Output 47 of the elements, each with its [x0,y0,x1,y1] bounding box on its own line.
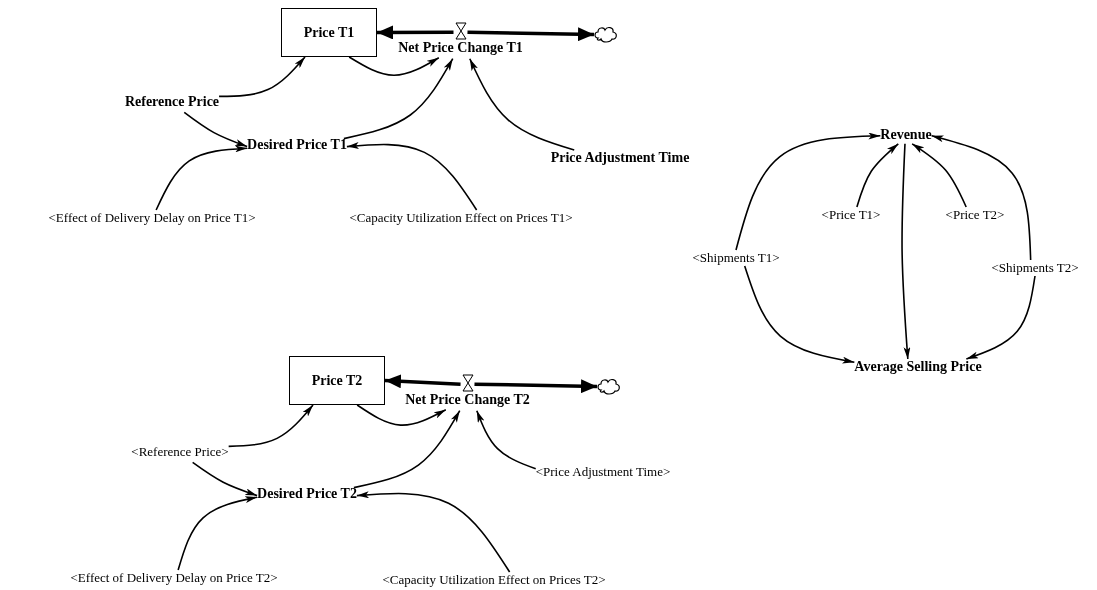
flow-pipe [474,379,598,394]
stock-box [289,356,385,405]
variable-label: <Shipments T2> [991,260,1079,276]
link-arrow [965,275,1036,360]
flow-pipe [467,27,595,42]
link-arrow [743,265,856,364]
stock-box [281,8,377,57]
link-arrow [183,111,248,148]
link-arrow [348,56,440,77]
variable-label: <Price Adjustment Time> [535,464,671,480]
variable-label: Desired Price T2 [257,486,357,502]
variable-label: Desired Price T1 [247,137,347,153]
link-arrow [356,404,447,426]
variable-label: <Effect of Delivery Delay on Price T2> [70,570,278,586]
variable-label: <Shipments T1> [692,250,780,266]
link-arrow [476,409,537,470]
variable-label: <Capacity Utilization Effect on Prices T2> [382,572,606,588]
link-arrow [191,461,258,497]
link-arrow [356,491,511,573]
link-arrow [343,57,454,140]
link-arrow [901,143,911,360]
link-arrow [469,57,576,151]
link-arrow [227,404,314,448]
link-arrow [218,56,306,98]
flow-label: Net Price Change T1 [398,40,523,56]
flow-pipe [377,25,454,40]
link-arrow [930,135,1032,261]
link-arrow [353,409,461,489]
variable-label: <Price T1> [821,207,881,223]
variable-label: Revenue [880,127,932,143]
link-arrow [346,142,478,211]
flow-label: Net Price Change T2 [405,392,530,408]
variable-label: <Reference Price> [131,444,229,460]
stock-label: Price T1 [303,24,355,41]
variable-label: <Price T2> [945,207,1005,223]
variable-label: Average Selling Price [854,359,982,375]
link-arrow [177,496,258,571]
variable-label: <Effect of Delivery Delay on Price T1> [48,210,256,226]
stock-label: Price T2 [311,372,363,389]
link-arrow [856,143,900,208]
variable-label: Price Adjustment Time [550,150,690,166]
link-arrow [735,132,882,251]
flow-pipe [384,374,461,389]
link-arrow [911,143,967,208]
variable-label: <Capacity Utilization Effect on Prices T1> [349,210,573,226]
variable-label: Reference Price [124,94,220,110]
link-arrow [155,145,248,211]
